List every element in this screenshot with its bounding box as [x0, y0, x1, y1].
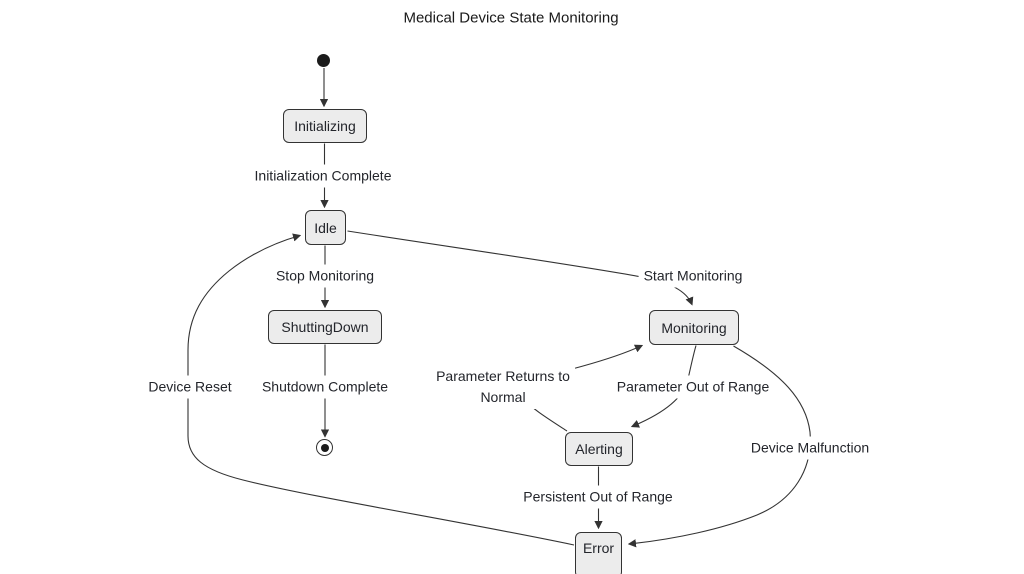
final-state-inner-dot	[320, 443, 329, 452]
state-shuttingdown: ShuttingDown	[268, 310, 382, 344]
state-idle: Idle	[305, 210, 346, 245]
edge-label-persistent-out-of-range: Persistent Out of Range	[518, 485, 678, 509]
state-shuttingdown-label: ShuttingDown	[281, 319, 369, 335]
state-error: Error	[575, 532, 622, 574]
edge-label-start-monitoring: Start Monitoring	[638, 264, 748, 288]
state-error-label: Error	[582, 540, 615, 556]
state-alerting-label: Alerting	[575, 441, 623, 457]
state-initializing: Initializing	[283, 109, 367, 143]
edge-label-parameter-returns-to-normal: Parameter Returns to Normal	[431, 365, 575, 409]
edge-label-initialization-complete: Initialization Complete	[249, 164, 397, 188]
edge-label-shutdown-complete: Shutdown Complete	[256, 375, 394, 399]
state-monitoring-label: Monitoring	[661, 319, 727, 336]
state-alerting: Alerting	[565, 432, 633, 466]
edge-label-parameter-returns-line1: Parameter Returns to	[436, 368, 570, 384]
final-state-icon	[316, 439, 333, 456]
edge-label-parameter-returns-line2: Normal	[480, 389, 526, 405]
initial-state-dot	[317, 54, 330, 67]
diagram-title: Medical Device State Monitoring	[403, 9, 619, 27]
edge-label-stop-monitoring: Stop Monitoring	[270, 264, 380, 288]
state-idle-label: Idle	[314, 219, 337, 236]
edge-label-parameter-out-of-range: Parameter Out of Range	[611, 375, 775, 399]
state-monitoring: Monitoring	[649, 310, 739, 345]
edge-label-device-malfunction: Device Malfunction	[745, 436, 875, 460]
edge-label-device-reset: Device Reset	[143, 375, 237, 399]
edge-error-to-idle	[187, 233, 575, 546]
state-initializing-label: Initializing	[294, 118, 356, 134]
edge-idle-to-monitoring	[347, 230, 694, 306]
edge-monitoring-to-error	[627, 345, 811, 548]
